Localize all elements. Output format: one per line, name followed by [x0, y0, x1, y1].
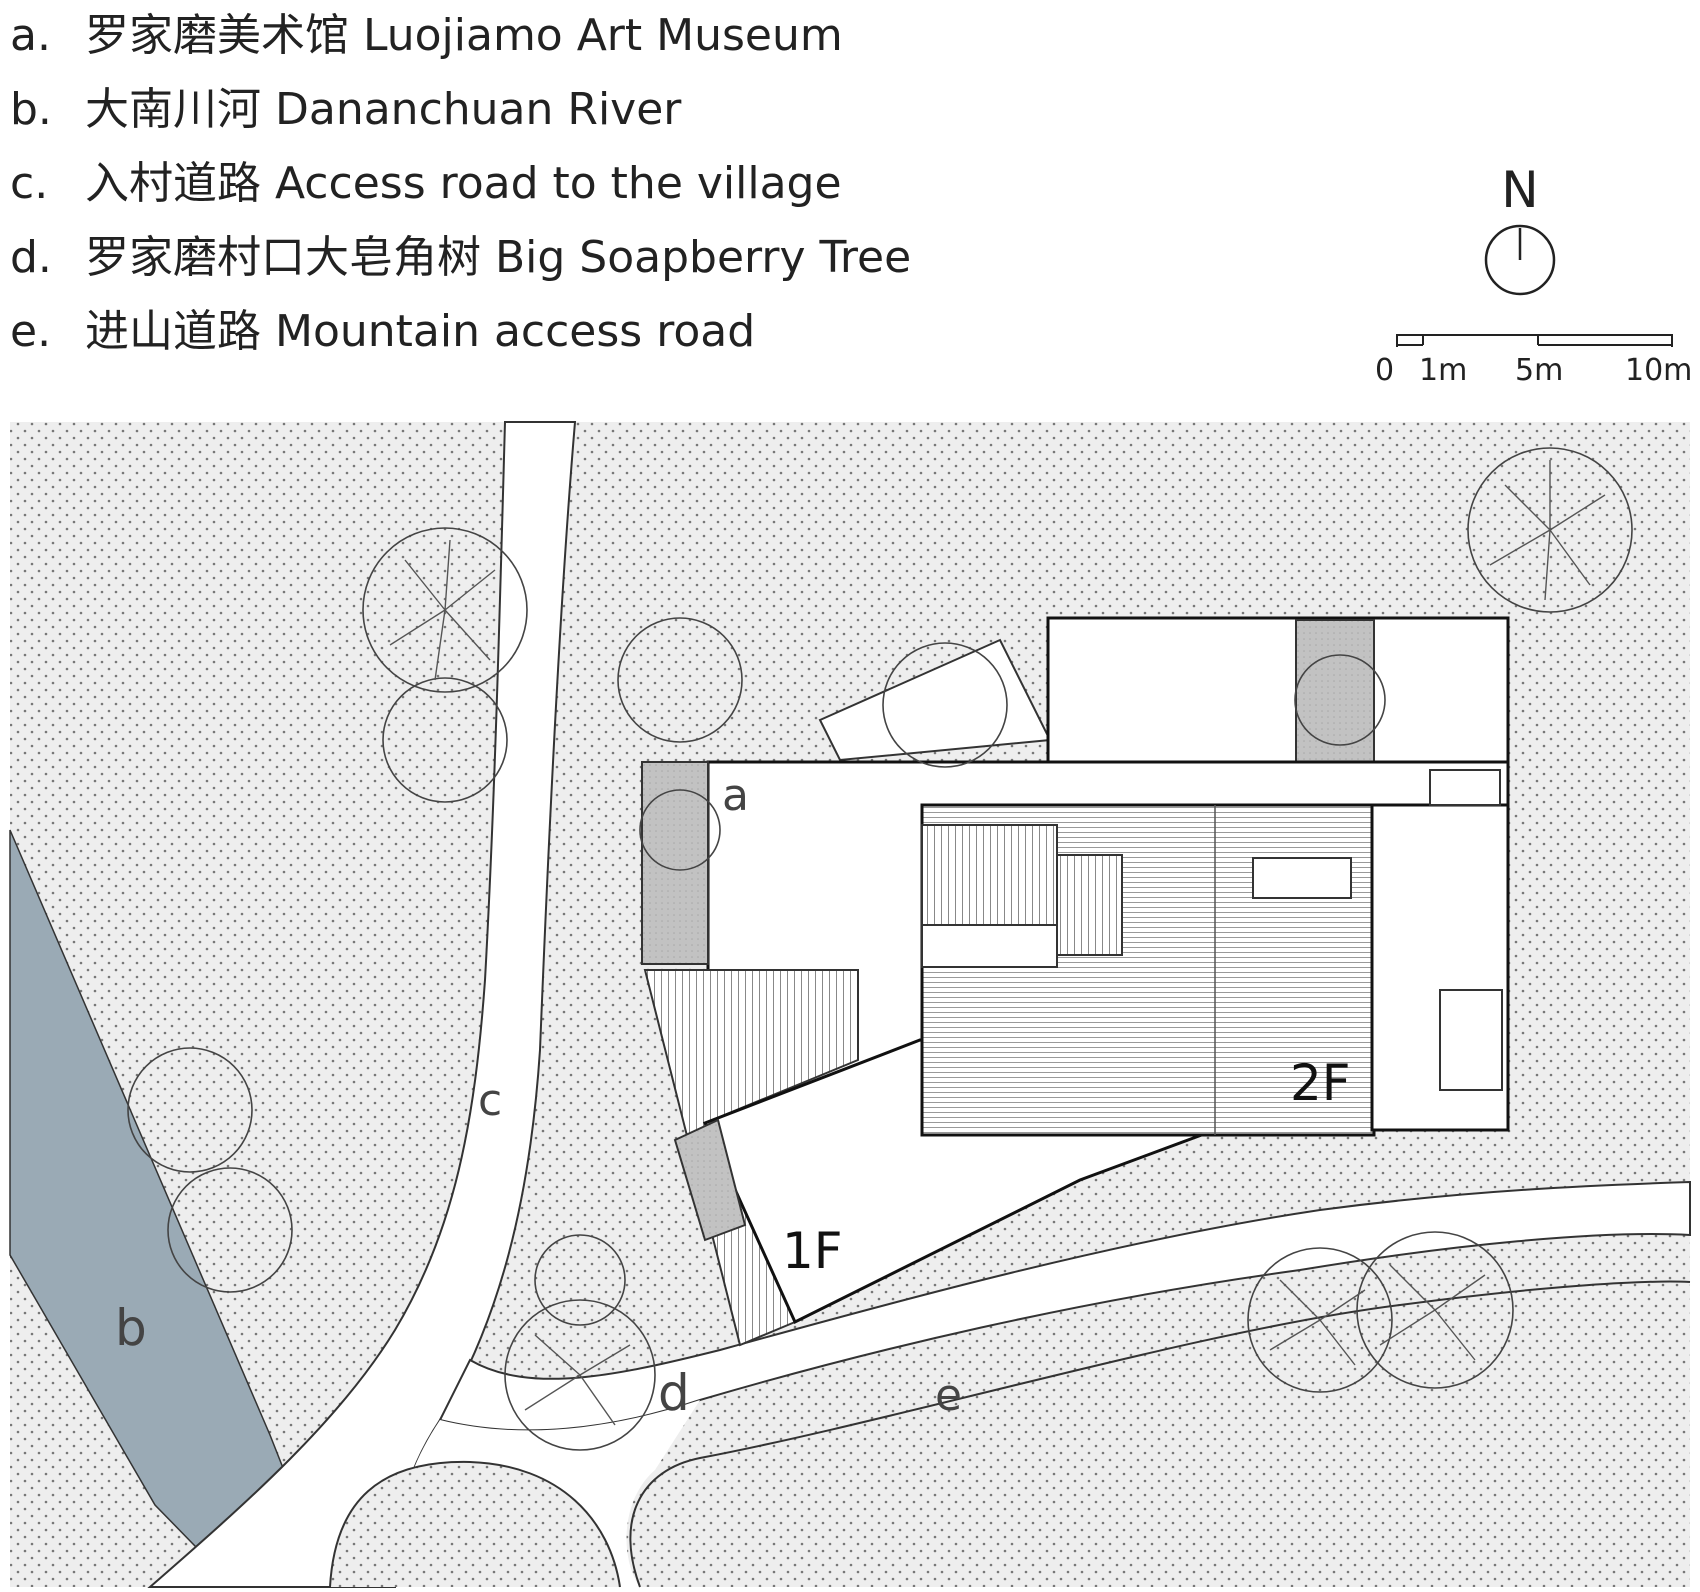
label-d: d: [658, 1364, 690, 1422]
scale-bar: 0 1m 5m 10m: [1375, 325, 1695, 395]
tree-icon: [504, 1299, 656, 1451]
tree-icon: [362, 527, 528, 693]
scale-label-5m: 5m: [1515, 353, 1564, 388]
tree-icon: [639, 789, 721, 871]
skylight: [1252, 857, 1352, 899]
legend-key: e.: [10, 306, 52, 357]
label-c: c: [478, 1075, 502, 1126]
ground-island: [329, 1460, 621, 1588]
road-e-edge: [629, 1280, 1691, 1588]
east-niche: [1439, 989, 1503, 1091]
tree-icon: [382, 677, 508, 803]
tree-icon: [1467, 447, 1633, 613]
tree-icon: [617, 617, 743, 743]
road-e: [438, 1180, 1691, 1432]
tree-icon: [882, 642, 1008, 768]
label-2f: 2F: [1290, 1054, 1351, 1112]
tree-icon: [1247, 1247, 1393, 1393]
scale-label-10m: 10m: [1625, 353, 1693, 388]
south-planter: [673, 1118, 747, 1242]
north-arrow: N: [1480, 160, 1560, 304]
scale-label-1m: 1m: [1419, 353, 1468, 388]
tree-icon: [167, 1167, 293, 1293]
legend-key: c.: [10, 158, 49, 209]
legend-text: 罗家磨美术馆 Luojiamo Art Museum: [85, 10, 843, 61]
tree-icon: [534, 1234, 626, 1326]
legend-text: 罗家磨村口大皂角树 Big Soapberry Tree: [85, 232, 912, 283]
legend-text: 入村道路 Access road to the village: [85, 158, 842, 209]
north-arrow-icon: [1484, 224, 1556, 296]
label-b: b: [115, 1299, 147, 1357]
stair-block: [921, 824, 1058, 926]
tree-branches: [389, 460, 1606, 1426]
label-e: e: [935, 1370, 962, 1421]
north-courtyard: [1295, 619, 1375, 773]
legend-text: 大南川河 Dananchuan River: [85, 84, 682, 135]
label-1f: 1F: [782, 1222, 843, 1280]
building-north-wing: [1046, 616, 1510, 775]
scale-label-0: 0: [1375, 353, 1395, 388]
label-a: a: [722, 770, 749, 821]
legend-key: b.: [10, 84, 52, 135]
legend-key: d.: [10, 232, 52, 283]
stair-block-2: [1056, 854, 1123, 956]
tree-icon: [1294, 654, 1386, 746]
legend-key: a.: [10, 10, 51, 61]
north-label: N: [1501, 161, 1539, 219]
trees: [127, 447, 1633, 1451]
tree-icon: [127, 1047, 253, 1173]
road-c: [147, 421, 577, 1588]
east-bay: [1429, 769, 1501, 806]
tree-icon: [1356, 1231, 1514, 1389]
west-courtyard: [641, 761, 709, 965]
stair-landing: [921, 924, 1058, 968]
scale-bar-graphic: [1396, 334, 1673, 347]
legend-text: 进山道路 Mountain access road: [85, 306, 756, 357]
